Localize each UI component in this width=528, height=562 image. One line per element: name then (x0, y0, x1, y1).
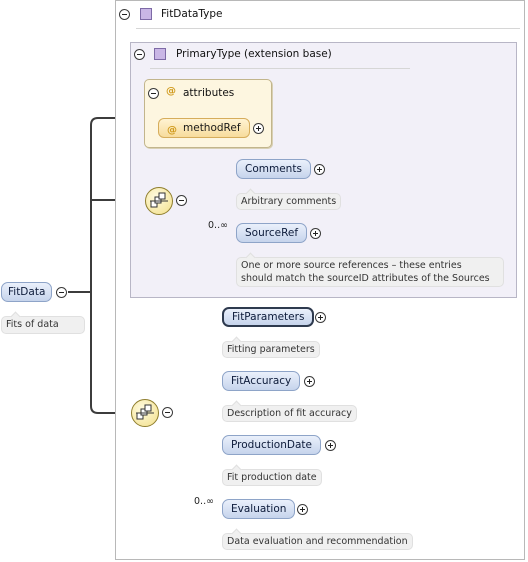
minus-circle-icon[interactable] (119, 9, 130, 20)
element-fitparameters[interactable]: FitParameters (222, 307, 315, 327)
element-comments[interactable]: Comments (236, 159, 311, 179)
sequence-compositor-icon[interactable] (131, 399, 159, 427)
element-doc: One or more source references – these en… (236, 257, 504, 287)
element-doc: Arbitrary comments (236, 193, 342, 210)
element-doc: Description of fit accuracy (222, 405, 357, 422)
plus-circle-icon[interactable] (297, 504, 308, 515)
doc-line: should match the sourceID attributes of … (241, 273, 490, 284)
element-evaluation[interactable]: Evaluation (222, 499, 296, 519)
element-doc: Fit production date (222, 469, 322, 486)
complex-type-name: FitDataType (161, 8, 223, 20)
element-sourceref[interactable]: SourceRef (236, 223, 308, 243)
root-element-fitdata[interactable]: FitData (1, 282, 53, 302)
attribute-at-icon: @ (166, 86, 176, 97)
minus-circle-icon[interactable] (176, 195, 187, 206)
cardinality: 0..∞ (194, 496, 214, 507)
element-fitaccuracy[interactable]: FitAccuracy (222, 371, 301, 391)
plus-circle-icon[interactable] (315, 312, 326, 323)
plus-circle-icon[interactable] (314, 164, 325, 175)
minus-circle-icon[interactable] (134, 49, 145, 60)
complex-type-icon (154, 48, 166, 60)
attribute-methodref[interactable]: @ methodRef (158, 118, 250, 138)
extension-label: PrimaryType (extension base) (176, 48, 332, 60)
plus-circle-icon[interactable] (253, 123, 264, 134)
attribute-at-icon: @ (167, 125, 177, 136)
complex-type-icon (140, 8, 152, 20)
doc-line: One or more source references – these en… (241, 260, 462, 271)
plus-circle-icon[interactable] (310, 228, 321, 239)
minus-circle-icon[interactable] (148, 88, 159, 99)
element-doc: Data evaluation and recommendation (222, 533, 413, 550)
divider (150, 68, 410, 69)
minus-circle-icon[interactable] (162, 407, 173, 418)
element-productiondate[interactable]: ProductionDate (222, 435, 321, 455)
plus-circle-icon[interactable] (325, 440, 336, 451)
cardinality: 0..∞ (208, 220, 228, 231)
divider (136, 28, 520, 29)
sequence-compositor-icon[interactable] (145, 187, 173, 215)
root-doc: Fits of data (1, 316, 85, 334)
attribute-name: methodRef (183, 122, 241, 134)
minus-circle-icon[interactable] (56, 287, 67, 298)
plus-circle-icon[interactable] (304, 376, 315, 387)
element-doc: Fitting parameters (222, 341, 320, 358)
attributes-label: attributes (183, 87, 235, 99)
